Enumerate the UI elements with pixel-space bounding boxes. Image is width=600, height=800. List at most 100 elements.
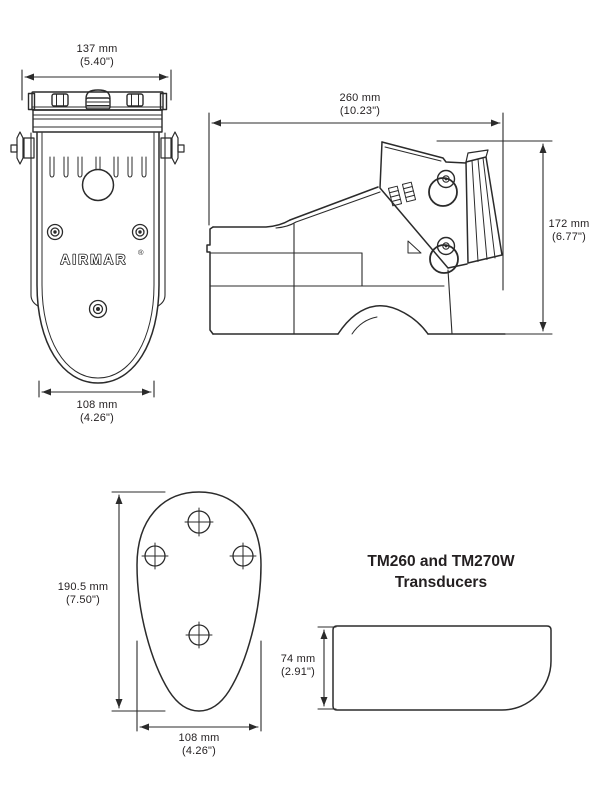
dim-mm: 74 mm <box>280 653 316 665</box>
front-top-dimension-label: 137 mm (5.40") <box>47 43 147 68</box>
center-rod <box>95 156 101 170</box>
plate-top-edge <box>381 141 467 164</box>
screw-top-right <box>131 223 149 241</box>
extension-line <box>38 380 155 398</box>
side-length-dimension-label: 260 mm (10.23") <box>310 92 410 117</box>
plan-width-dimension-label: 108 mm (4.26") <box>149 732 249 757</box>
clamp-bracket <box>27 89 168 111</box>
pivot-block <box>23 137 35 159</box>
body-outer-shell <box>36 132 160 384</box>
front-top-dimension <box>21 69 172 101</box>
front-view-drawing: AIRMAR ® <box>10 69 185 398</box>
side-view-drawing <box>206 112 553 335</box>
wing-blade <box>16 131 24 165</box>
bolt-hole-right <box>229 542 257 570</box>
front-bottom-dimension-label: 108 mm (4.26") <box>47 399 147 424</box>
extension-line <box>436 140 553 335</box>
dim-inch: (4.26") <box>79 411 115 424</box>
bolt-head <box>10 144 18 153</box>
plan-view-drawing <box>111 491 262 732</box>
plan-height-dimension-label: 190.5 mm (7.50") <box>33 581 133 606</box>
wing-nut-left <box>10 131 35 165</box>
screw-top-left <box>46 223 64 241</box>
pivot-pin-bottom <box>429 236 459 274</box>
pad-outline <box>465 156 503 264</box>
title-line-1: TM260 and TM270W <box>367 553 515 570</box>
bolt-hole-bottom <box>185 621 213 649</box>
drawing-title: TM260 and TM270W Transducers <box>341 551 541 593</box>
wing-blade <box>171 131 179 165</box>
folded-tab-line <box>384 146 442 162</box>
extension-line <box>208 112 504 291</box>
profile-height-dimension-label: 74 mm (2.91") <box>248 653 348 678</box>
plate-outline <box>379 141 468 269</box>
wing-nut-right <box>160 131 185 165</box>
gusset-triangle <box>407 240 422 254</box>
mounting-plate <box>32 109 163 133</box>
side-strip-left <box>30 132 39 307</box>
pivot-pin-top <box>428 169 458 207</box>
retaining-ring <box>429 244 459 274</box>
side-height-dimension-label: 172 mm (6.77") <box>519 218 600 243</box>
side-strip-right <box>157 132 166 307</box>
dim-mm: 172 mm <box>548 218 590 230</box>
dim-inch: (4.26") <box>181 744 217 757</box>
dim-mm: 108 mm <box>178 732 220 744</box>
bolt-left <box>51 93 69 107</box>
transom-pad <box>465 149 503 264</box>
pilot-hole <box>81 168 115 202</box>
extension-line <box>111 491 166 712</box>
dim-inch: (10.23") <box>339 104 381 117</box>
extension-line <box>136 640 262 732</box>
arm-upper-edge <box>289 186 379 221</box>
dim-inch: (2.91") <box>280 665 316 678</box>
extension-line <box>21 69 172 101</box>
profile-outline <box>332 625 552 711</box>
dim-inch: (7.50") <box>65 593 101 606</box>
transducer-body-front <box>30 131 166 384</box>
body-inner-shell <box>41 132 155 379</box>
center-bolt <box>85 89 111 110</box>
side-length-dimension <box>208 112 504 291</box>
transducer-body-side <box>206 186 506 335</box>
plan-width-dimension <box>136 640 262 732</box>
plate-bands <box>32 114 163 128</box>
keel-inner-curve <box>351 316 378 335</box>
bolt-hole-top <box>184 507 214 537</box>
pad-ribs <box>471 157 496 262</box>
bracket-end-right <box>159 92 168 111</box>
dim-mm: 108 mm <box>76 399 118 411</box>
profile-view-drawing <box>317 625 552 711</box>
dim-inch: (6.77") <box>551 230 587 243</box>
bolt-head <box>177 144 185 153</box>
front-bottom-dimension <box>38 380 155 398</box>
airmar-logo: AIRMAR <box>60 252 127 267</box>
dim-inch: (5.40") <box>79 55 115 68</box>
dim-mm: 190.5 mm <box>57 581 109 593</box>
top-edge <box>212 219 291 228</box>
body-slots <box>49 156 147 178</box>
bracket-end-left <box>27 92 36 111</box>
nose-edge <box>206 226 214 335</box>
dim-mm: 260 mm <box>339 92 381 104</box>
arm-lower-edge <box>275 191 381 229</box>
screw-bottom <box>88 299 108 319</box>
retaining-ring <box>428 177 458 207</box>
bolt-hole-left <box>141 542 169 570</box>
body-lines <box>209 252 445 287</box>
keel-fairing-curve <box>337 305 429 335</box>
pivot-block <box>160 137 172 159</box>
body-verticals <box>293 223 453 335</box>
bolt-right <box>126 93 144 107</box>
fairing-plate-outline <box>136 491 262 712</box>
pad-cap <box>465 149 489 163</box>
grip-ribs <box>387 181 417 207</box>
dim-mm: 137 mm <box>76 43 118 55</box>
title-line-2: Transducers <box>394 574 488 591</box>
side-height-dimension <box>436 140 553 335</box>
bracket-plate <box>379 141 468 269</box>
plan-height-dimension <box>111 491 166 712</box>
plate-body <box>32 109 163 133</box>
